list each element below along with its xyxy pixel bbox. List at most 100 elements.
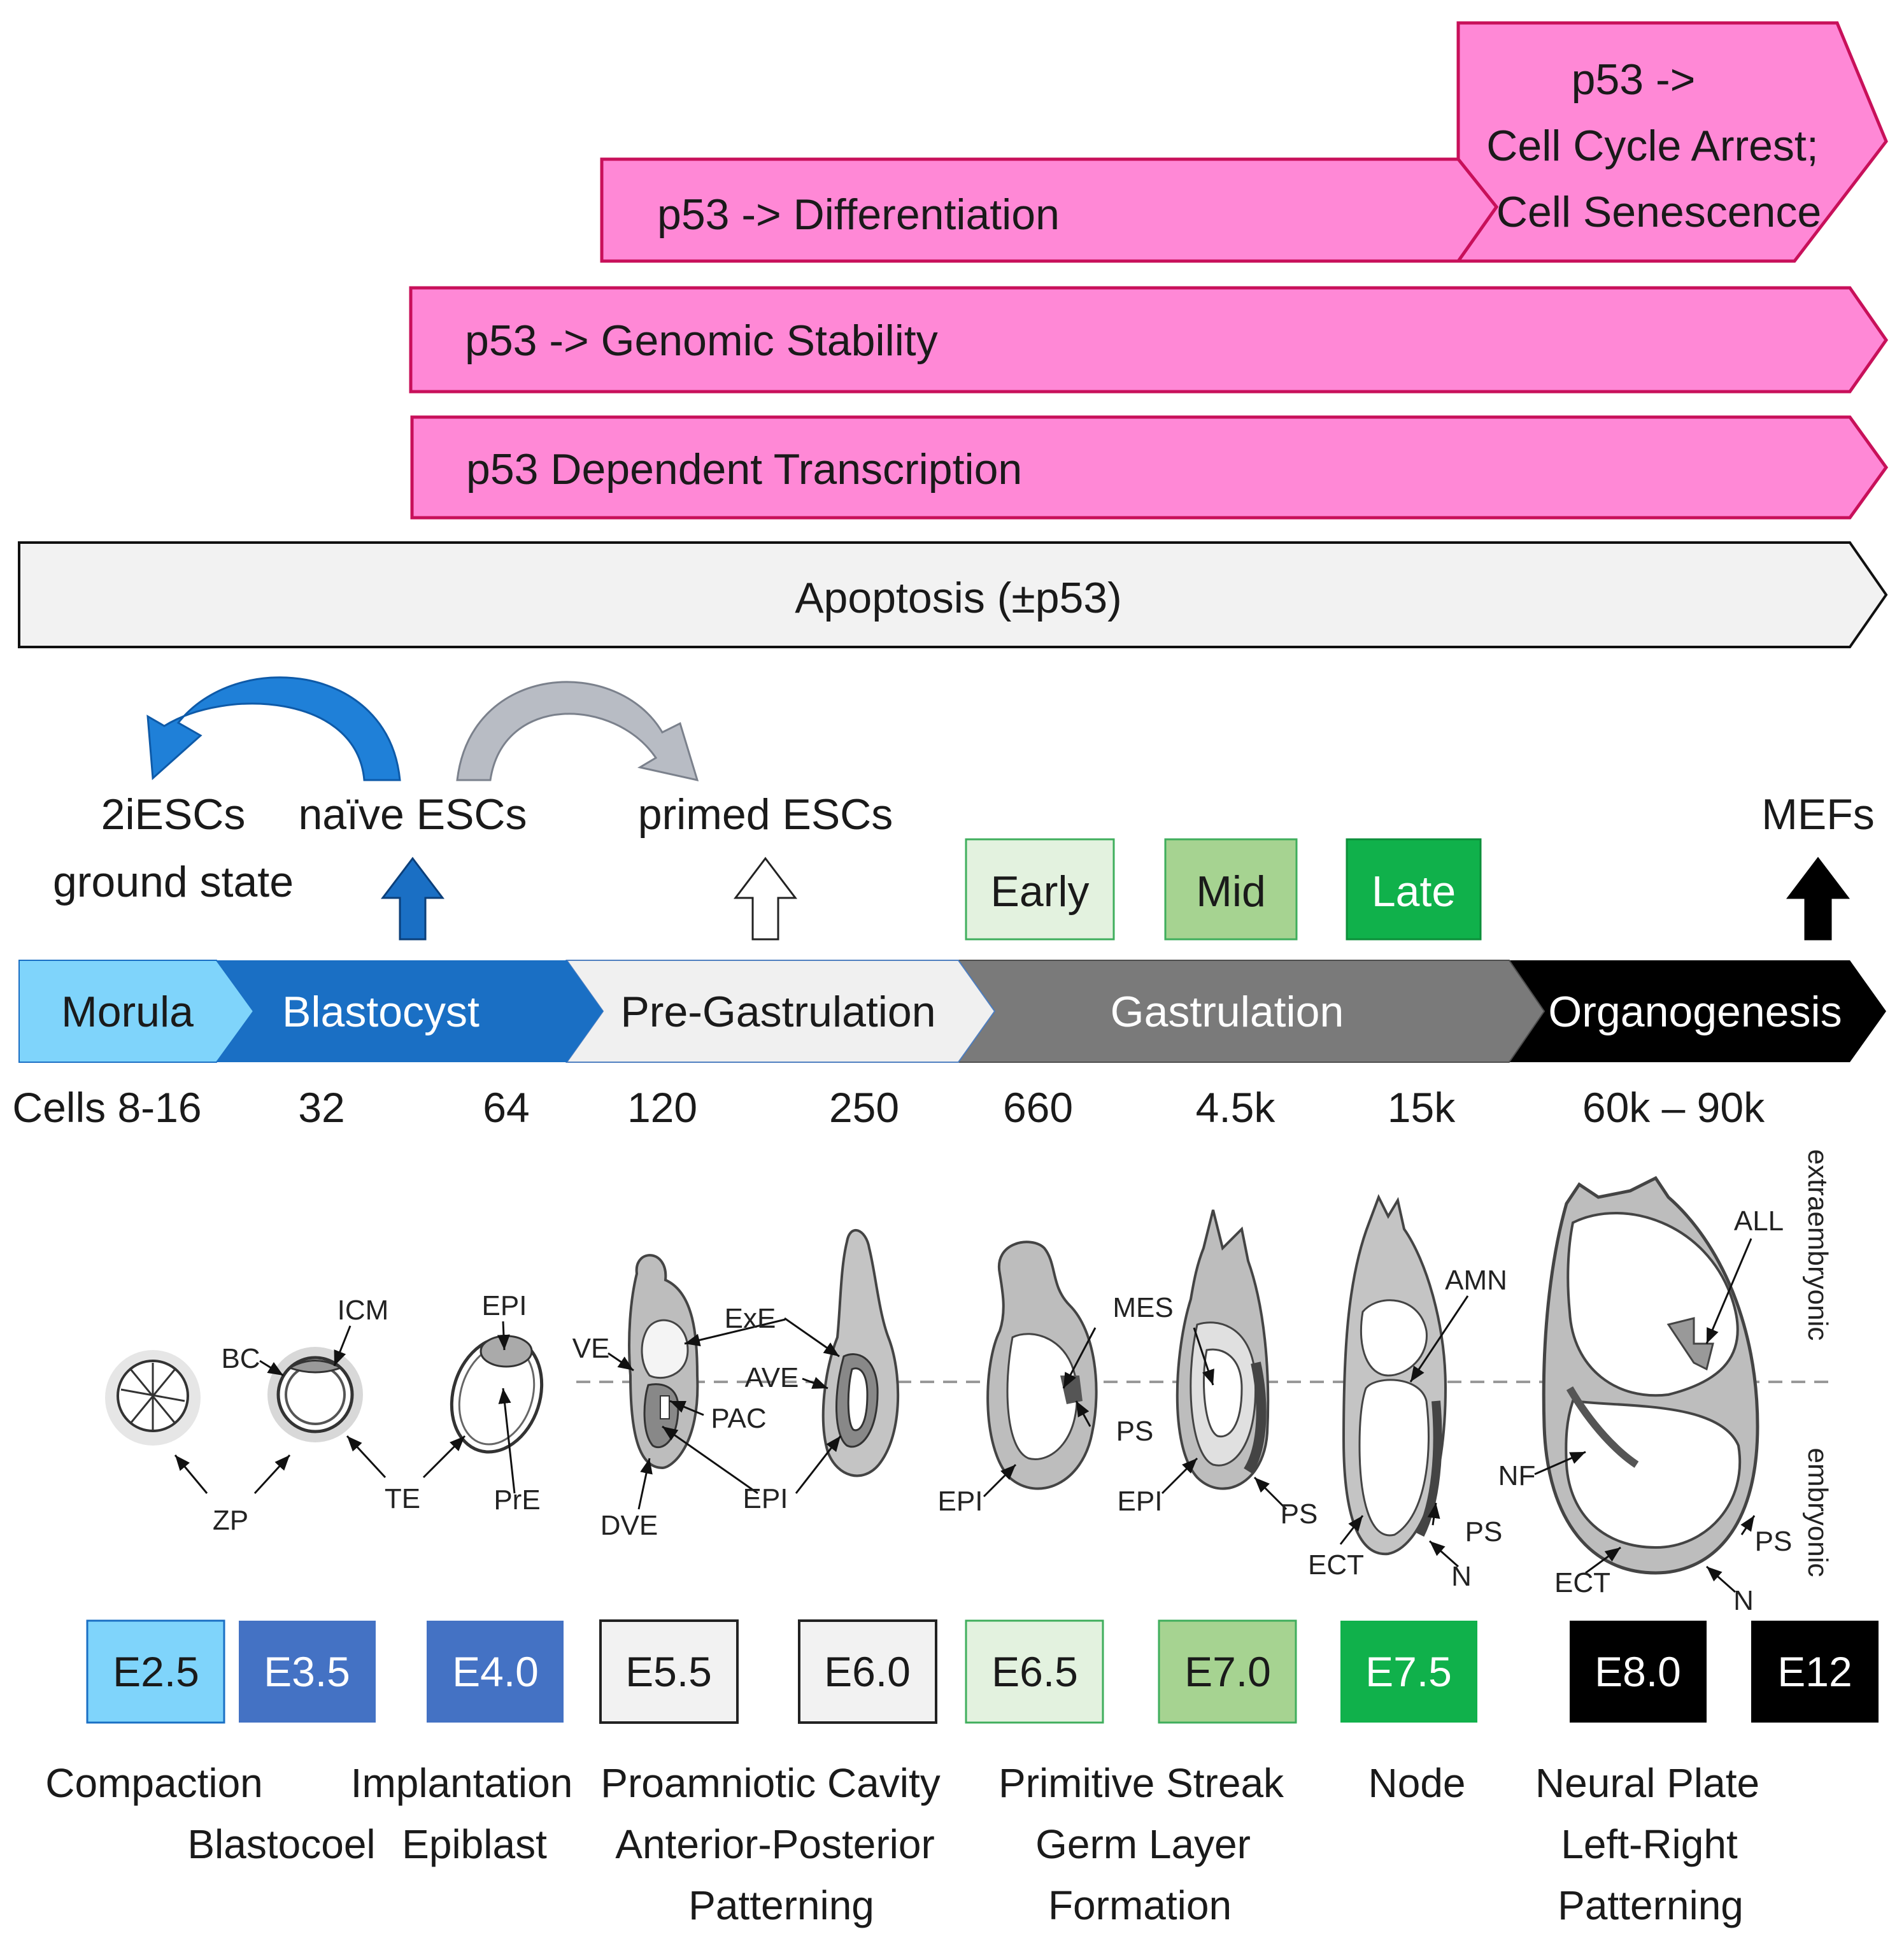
day-e55: E5.5 [625, 1648, 712, 1695]
event-proamniotic-3: Patterning [688, 1882, 874, 1928]
cell-count-6: 660 [1003, 1084, 1073, 1131]
label-ps-e75: PS [1465, 1516, 1503, 1547]
late-label: Late [1372, 867, 1456, 916]
genomic-stability-bar [409, 286, 1889, 394]
morula-stage [18, 960, 255, 1063]
label-dve: DVE [600, 1510, 658, 1541]
morula-label: Morula [61, 988, 194, 1036]
embryonic-label: embryonic [1802, 1448, 1833, 1577]
primed-up-arrow [733, 857, 798, 941]
event-neural-plate-2: Left-Right [1561, 1821, 1738, 1867]
cell-counts: Cells 8-16 32 64 120 250 660 4.5k 15k 60… [12, 1084, 1765, 1131]
cell-count-8: 15k [1388, 1084, 1456, 1131]
label-icm: ICM [337, 1295, 389, 1326]
event-proamniotic-1: Proamniotic Cavity [600, 1760, 941, 1806]
developmental-events: Compaction Blastocoel Implantation Epibl… [45, 1760, 1759, 1928]
e70-mid-streak [1176, 1209, 1270, 1490]
label-epi-e60: EPI [743, 1483, 788, 1514]
label-ave: AVE [745, 1362, 799, 1393]
label-ect-e75: ECT [1308, 1549, 1364, 1581]
blastocyst-stage [217, 960, 603, 1062]
mefs-up-arrow [1786, 857, 1851, 941]
label-amn: AMN [1445, 1265, 1507, 1296]
label-epi-e70: EPI [1118, 1486, 1163, 1517]
label-ps-e65: PS [1116, 1416, 1154, 1447]
cell-count-1: Cells 8-16 [12, 1084, 201, 1131]
naive-to-primed-arrow [456, 681, 699, 782]
organogenesis-label: Organogenesis [1548, 988, 1842, 1036]
apoptosis-label: Apoptosis (±p53) [795, 574, 1122, 622]
day-box-e70 [1158, 1619, 1297, 1724]
mid-box [1164, 838, 1298, 941]
differentiation-bar [600, 157, 1499, 263]
day-e12: E12 [1777, 1648, 1852, 1695]
embryo-callouts [174, 1238, 1756, 1593]
day-e25: E2.5 [113, 1648, 199, 1695]
event-node: Node [1368, 1760, 1466, 1806]
e80-headfold [1542, 1176, 1759, 1575]
mid-label: Mid [1196, 867, 1266, 916]
stage-bar: Morula Blastocyst Pre-Gastrulation Gastr… [18, 960, 1886, 1063]
naive-escs-label: naïve ESCs [298, 790, 527, 839]
e65-early-streak [986, 1241, 1098, 1490]
label-epi-e40: EPI [482, 1290, 527, 1321]
apoptosis-bar [18, 541, 1888, 648]
naive-to-2i-arrow [146, 676, 401, 781]
day-box-e35 [239, 1621, 376, 1723]
event-primitive-streak-1: Primitive Streak [998, 1760, 1284, 1806]
primed-escs-label: primed ESCs [638, 790, 893, 839]
event-blastocoel: Blastocoel [187, 1821, 375, 1867]
label-mes: MES [1112, 1292, 1173, 1323]
blastocyst-label: Blastocyst [282, 988, 480, 1036]
label-ps-e70: PS [1281, 1498, 1318, 1530]
label-zp: ZP [213, 1505, 248, 1536]
day-box-e55 [599, 1619, 739, 1724]
cell-count-3: 64 [483, 1084, 529, 1131]
label-ect-e80: ECT [1554, 1567, 1610, 1598]
organogenesis-stage [1509, 960, 1886, 1062]
day-box-e75 [1340, 1621, 1477, 1723]
label-bc: BC [221, 1343, 260, 1374]
embryonic-days: E2.5 E3.5 E4.0 E5.5 E6.0 E6.5 E7.0 E7.5 … [86, 1619, 1879, 1724]
label-te: TE [385, 1483, 420, 1514]
label-ve: VE [572, 1333, 610, 1364]
day-box-e65 [965, 1619, 1104, 1724]
day-box-e40 [427, 1621, 564, 1723]
label-all: ALL [1734, 1205, 1784, 1237]
early-box [965, 838, 1115, 941]
label-nf: NF [1498, 1460, 1536, 1491]
cell-cycle-arrest-line-1: p53 -> [1572, 55, 1696, 104]
day-box-e25 [86, 1619, 225, 1724]
ground-state-label: ground state [53, 858, 294, 906]
label-exe: ExE [725, 1303, 776, 1334]
2i-escs-label: 2iESCs [101, 790, 246, 839]
e55-egg-cylinder [628, 1254, 699, 1470]
cell-states: 2iESCs ground state naïve ESCs primed ES… [53, 676, 1875, 941]
morula-embryo [105, 1350, 201, 1446]
e75-late-streak [1342, 1194, 1447, 1556]
cell-cycle-arrest-line-3: Cell Senescence [1496, 188, 1821, 236]
cell-count-5: 250 [829, 1084, 899, 1131]
day-e80: E8.0 [1595, 1648, 1681, 1695]
transcription-bar [410, 415, 1889, 520]
label-epi-e65: EPI [938, 1486, 983, 1517]
event-implantation: Implantation [351, 1760, 573, 1806]
event-primitive-streak-2: Germ Layer [1035, 1821, 1251, 1867]
p53-bars: p53 -> Cell Cycle Arrest; Cell Senescenc… [18, 21, 1889, 648]
day-e40: E4.0 [452, 1648, 539, 1695]
genomic-stability-label: p53 -> Genomic Stability [465, 316, 938, 365]
cell-count-9: 60k – 90k [1582, 1084, 1765, 1131]
late-blastocyst-embryo [450, 1335, 544, 1454]
event-proamniotic-2: Anterior-Posterior [615, 1821, 935, 1867]
day-e60: E6.0 [824, 1648, 911, 1695]
cell-count-7: 4.5k [1196, 1084, 1276, 1131]
label-pac: PAC [711, 1403, 766, 1434]
label-n-e75: N [1451, 1561, 1472, 1592]
day-box-e12 [1751, 1621, 1879, 1723]
day-e75: E7.5 [1365, 1648, 1452, 1695]
mefs-label: MEFs [1761, 790, 1875, 839]
day-e65: E6.5 [991, 1648, 1078, 1695]
transcription-label: p53 Dependent Transcription [466, 445, 1022, 494]
blastocyst-embryo [267, 1347, 363, 1442]
